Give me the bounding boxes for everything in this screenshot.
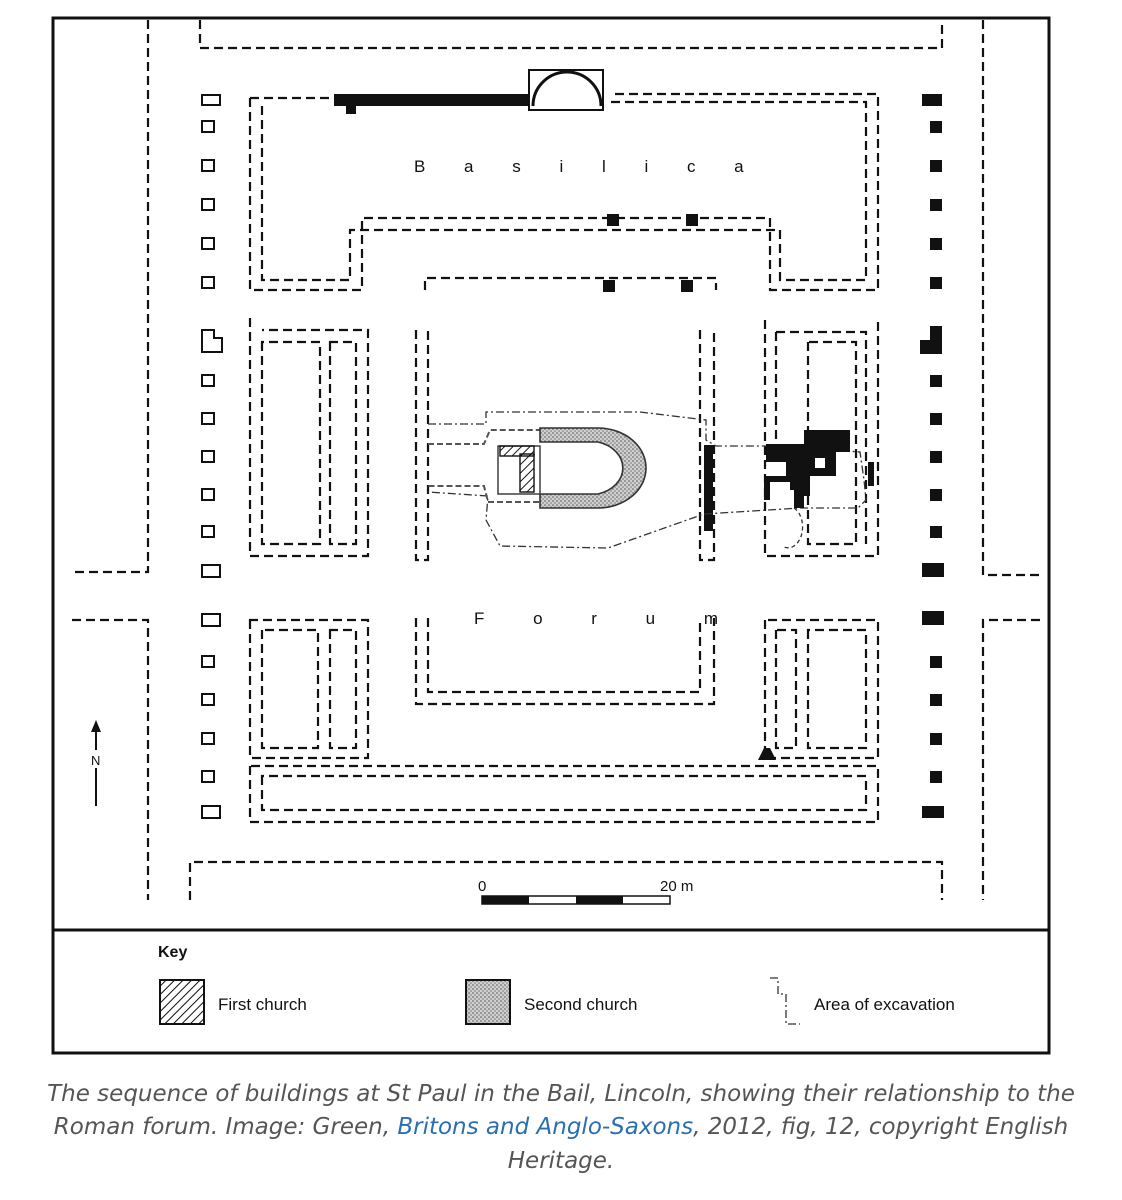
west-column-piers	[201, 94, 223, 819]
first-church-swatch	[159, 979, 205, 1025]
south-east-range	[758, 618, 880, 760]
excavation-boundary	[427, 411, 867, 549]
caption-text-end: , 2012, fig, 12, copyright English Herit…	[507, 1114, 1069, 1174]
forum-plan-diagram: B a s i l i c a	[51, 16, 1051, 1055]
excavation-key-symbol	[770, 977, 800, 1025]
scale-bar	[481, 895, 671, 905]
plan-border	[51, 16, 1051, 1055]
caption-text-start: The sequence of buildings at St Paul in …	[47, 1081, 1075, 1141]
street-lines	[72, 20, 1040, 900]
forum-label: F o r u m	[474, 609, 730, 628]
scale-start-label: 0	[478, 878, 486, 895]
forum-courtyard-walls	[414, 330, 716, 706]
north-arrow-icon	[90, 720, 102, 806]
second-church-swatch	[465, 979, 511, 1025]
second-church-key-label: Second church	[524, 995, 637, 1014]
key-title: Key	[158, 944, 187, 961]
north-west-range	[248, 318, 370, 558]
well-label: Well	[813, 428, 842, 445]
excavation-key-label: Area of excavation	[814, 995, 955, 1014]
north-label: N	[91, 753, 100, 768]
basilica-outline	[248, 69, 880, 292]
first-church-key-label: First church	[218, 995, 307, 1014]
basilica-label: B a s i l i c a	[414, 157, 754, 176]
map-key: Key First church Second church Area of e…	[158, 944, 955, 1025]
south-west-range	[248, 618, 370, 760]
east-column-piers	[920, 94, 944, 818]
south-range	[248, 764, 880, 824]
church-remains	[428, 427, 647, 509]
book-title-link[interactable]: Britons and Anglo-Saxons	[397, 1114, 694, 1141]
figure-caption: The sequence of buildings at St Paul in …	[10, 1078, 1112, 1178]
well-structure	[764, 430, 874, 549]
scale-end-label: 20 m	[660, 878, 693, 895]
